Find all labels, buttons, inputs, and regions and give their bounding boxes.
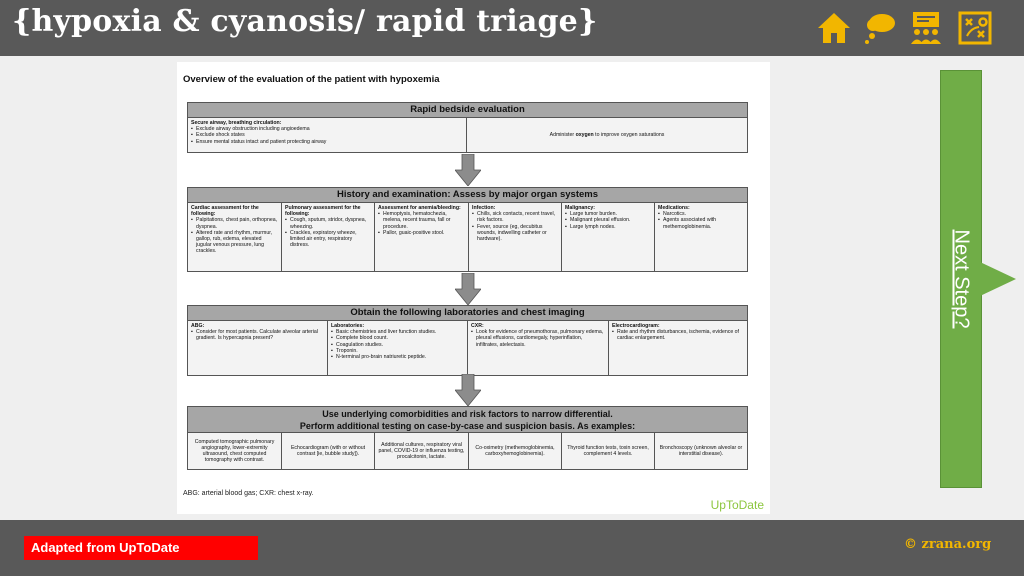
presentation-icon[interactable] [908, 10, 944, 46]
oxygen-cell: Administer oxygen to improve oxygen satu… [549, 131, 665, 138]
home-icon[interactable] [816, 10, 852, 46]
list-item: Complete blood count. [331, 335, 464, 341]
slide-title: {hypoxia & cyanosis/ rapid triage} [12, 4, 598, 39]
list-item: Ensure mental status intact and patient … [191, 139, 463, 145]
abbreviation-footnote: ABG: arterial blood gas; CXR: chest x-ra… [183, 490, 314, 497]
list-item: Agents associated with methemoglobinemia… [658, 217, 744, 229]
list-item: Exclude airway obstruction including ang… [191, 126, 463, 132]
co-oximetry-cell: Co-oximetry (methemoglobinemia, carboxyh… [469, 433, 562, 469]
flow-arrow [455, 273, 481, 305]
cxr-cell: CXR: Look for evidence of pneumothorax, … [468, 321, 609, 375]
list-item: Large tumor burden. [565, 211, 651, 217]
additional-testing-box: Computed tomographic pulmonary angiograp… [187, 432, 748, 470]
list-item: Fever, source (eg, decubitus wounds, ind… [472, 224, 558, 243]
next-step-label[interactable]: Next Step? [950, 229, 973, 329]
list-item: Exclude shock states [191, 132, 463, 138]
source-badge: Adapted from UpToDate [24, 536, 258, 560]
list-item: Large lymph nodes. [565, 224, 651, 230]
list-item: Chills, sick contacts, recent travel, ri… [472, 211, 558, 223]
list-item: Pallor, guaic-positive stool. [378, 230, 465, 236]
uptodate-logo: UpToDate [710, 498, 764, 512]
medications-cell: Medications: Narcotics.Agents associated… [655, 203, 747, 271]
labs-imaging-header: Obtain the following laboratories and ch… [187, 305, 748, 321]
abg-cell: ABG: Consider for most patients. Calcula… [188, 321, 328, 375]
flow-arrow [455, 374, 481, 406]
labs-imaging-box: ABG: Consider for most patients. Calcula… [187, 320, 748, 376]
flow-arrow [455, 154, 481, 186]
strategy-board-icon[interactable] [957, 10, 993, 46]
electrocardiogram-cell: Electrocardiogram: Rate and rhythm distu… [609, 321, 747, 375]
list-item: Rate and rhythm disturbances, ischemia, … [612, 329, 744, 341]
copyright-link[interactable]: © zrana.org [904, 537, 992, 552]
history-exam-box: Cardiac assessment for the following: Pa… [187, 202, 748, 272]
list-item: Coagulation studies. [331, 342, 464, 348]
list-item: Look for evidence of pneumothorax, pulmo… [471, 329, 605, 348]
list-item: Basic chemistries and liver function stu… [331, 329, 464, 335]
echocardiogram-cell: Echocardiogram (with or without contrast… [282, 433, 375, 469]
flowchart-title: Overview of the evaluation of the patien… [183, 74, 440, 85]
list-item: Hemoptysis, hematochezia, melena, recent… [378, 211, 465, 230]
thyroid-tests-cell: Thyroid function tests, toxin screen, co… [562, 433, 655, 469]
rapid-evaluation-box: Secure airway, breathing circulation: Ex… [187, 117, 748, 153]
cultures-cell: Additional cultures, respiratory viral p… [375, 433, 469, 469]
list-item: Troponin. [331, 348, 464, 354]
list-item: Crackles, expiratory wheeze, limited air… [285, 230, 371, 249]
header-bar [0, 0, 1024, 56]
next-arrow-icon[interactable] [980, 262, 1016, 296]
list-item: Narcotics. [658, 211, 744, 217]
pulmonary-cell: Pulmonary assessment for the following: … [282, 203, 375, 271]
cardiac-cell: Cardiac assessment for the following: Pa… [188, 203, 282, 271]
list-item: Cough, sputum, stridor, dyspnea, wheezin… [285, 217, 371, 229]
infection-cell: Infection: Chills, sick contacts, recent… [469, 203, 562, 271]
list-item: N-terminal pro-brain natriuretic peptide… [331, 354, 464, 360]
bronchoscopy-cell: Bronchoscopy (unknown alveolar or inters… [659, 444, 743, 457]
list-item: Consider for most patients. Calculate al… [191, 329, 324, 341]
next-step-button[interactable] [940, 70, 982, 488]
laboratories-cell: Laboratories: Basic chemistries and live… [328, 321, 468, 375]
anemia-cell: Assessment for anemia/bleeding: Hemoptys… [375, 203, 469, 271]
rapid-evaluation-header: Rapid bedside evaluation [187, 102, 748, 118]
list-item: Palpitations, chest pain, orthopnea, dys… [191, 217, 278, 229]
list-item: Malignant pleural effusion. [565, 217, 651, 223]
history-exam-header: History and examination: Assess by major… [187, 187, 748, 203]
thought-bubble-icon[interactable] [862, 10, 898, 46]
additional-testing-header: Use underlying comorbidities and risk fa… [187, 406, 748, 433]
list-item: Altered rate and rhythm, murmur, gallop,… [191, 230, 278, 255]
airway-cell: Secure airway, breathing circulation: Ex… [188, 118, 467, 152]
hypoxemia-flowchart: Overview of the evaluation of the patien… [177, 62, 770, 514]
malignancy-cell: Malignancy: Large tumor burden.Malignant… [562, 203, 655, 271]
ct-angiography-cell: Computed tomographic pulmonary angiograp… [188, 433, 282, 469]
